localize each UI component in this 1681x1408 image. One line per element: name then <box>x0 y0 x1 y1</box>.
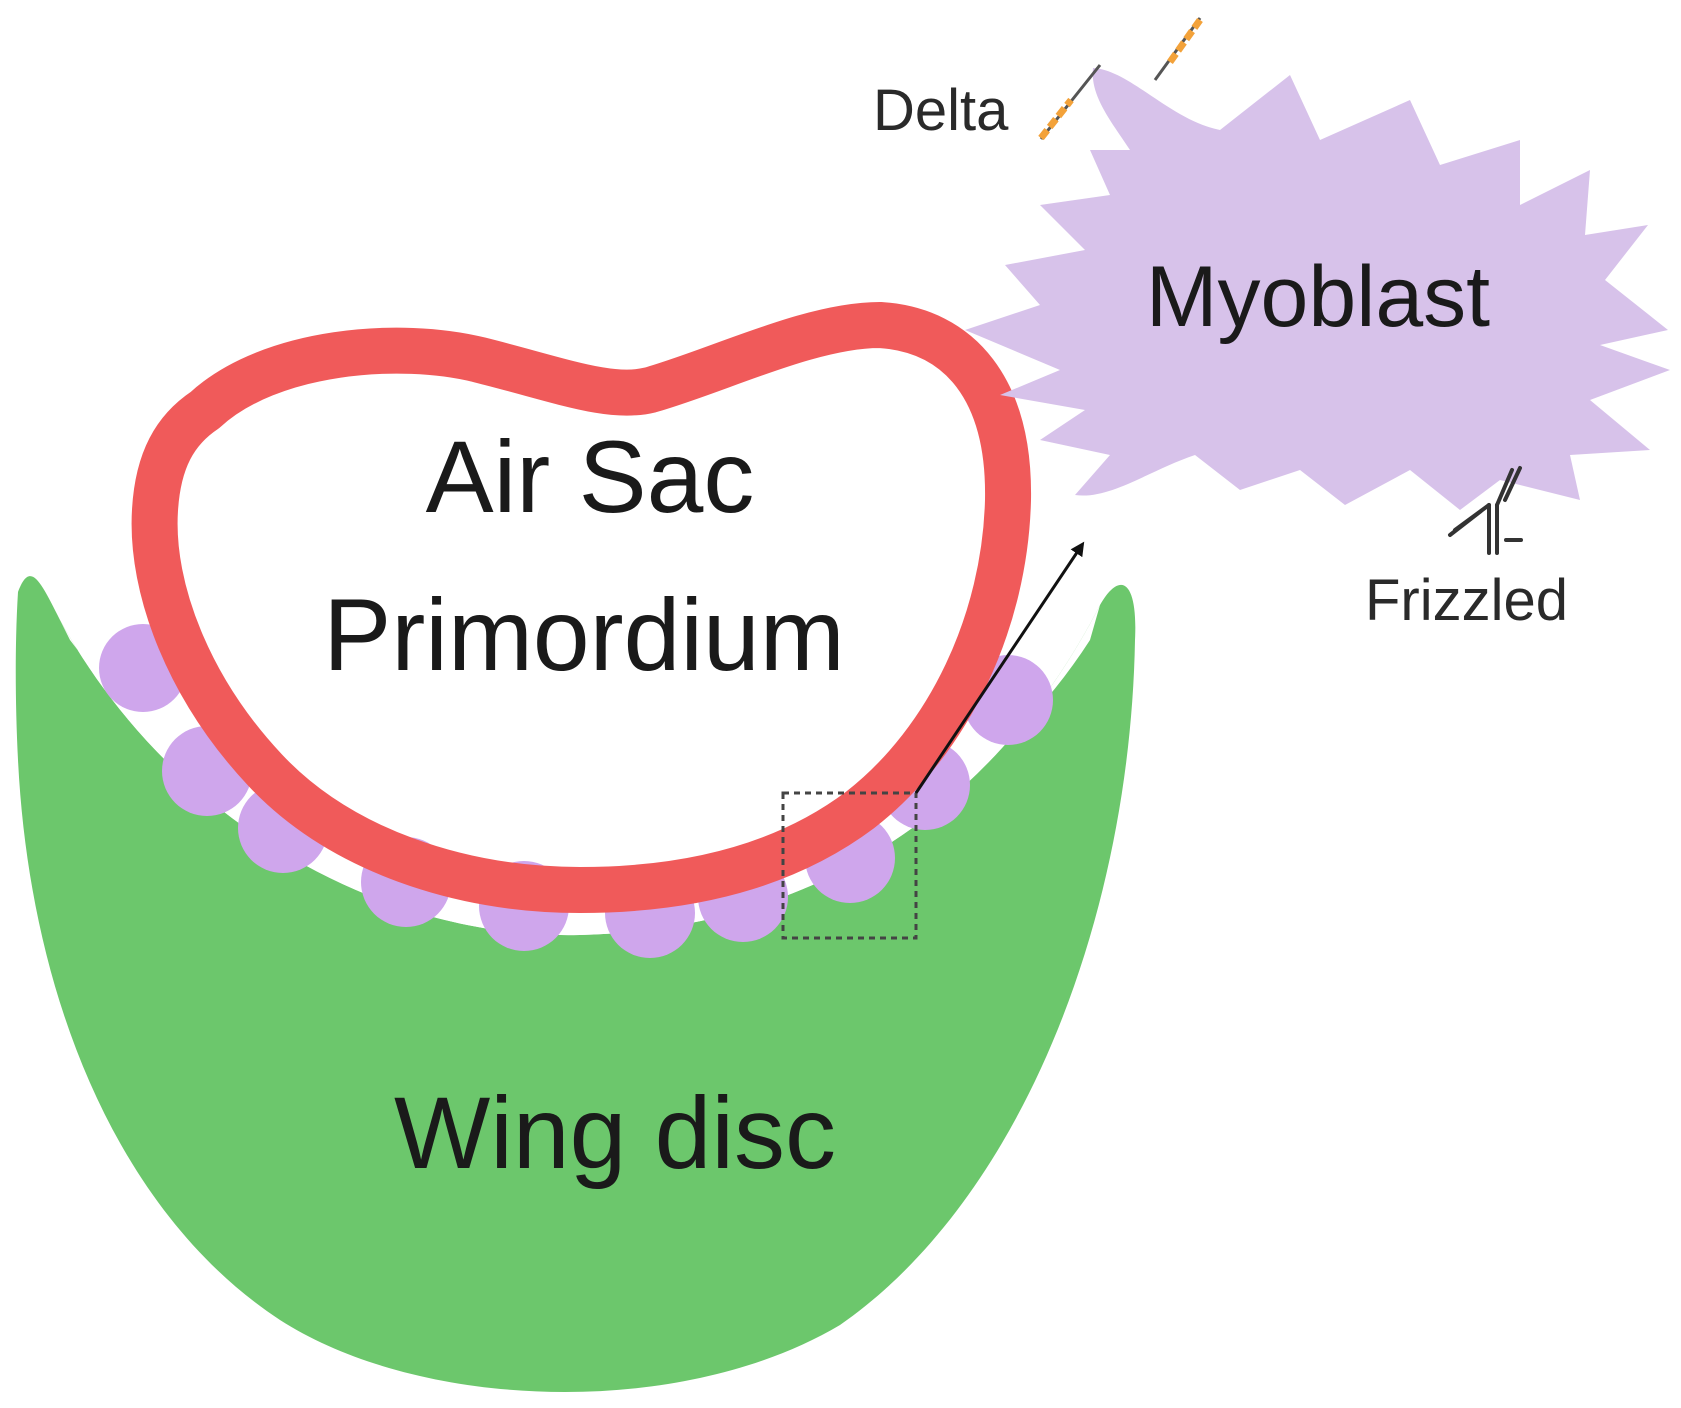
migration-arrow <box>914 541 1085 794</box>
delta-label: Delta <box>873 78 1009 143</box>
myoblast-shape <box>965 68 1670 510</box>
myoblast-label: Myoblast <box>1146 249 1490 345</box>
wing-disc-label: Wing disc <box>394 1076 836 1190</box>
delta-ligand-icon <box>1038 17 1203 141</box>
air-sac-outline <box>131 302 1032 913</box>
frizzled-receptor-icon <box>1448 466 1523 555</box>
air-sac-label-line1: Air Sac <box>426 420 755 534</box>
frizzled-label: Frizzled <box>1365 568 1568 633</box>
air-sac-label-line2: Primordium <box>323 578 844 692</box>
dashed-focus-box <box>781 791 918 940</box>
wing-disc-shape <box>15 576 1136 1392</box>
